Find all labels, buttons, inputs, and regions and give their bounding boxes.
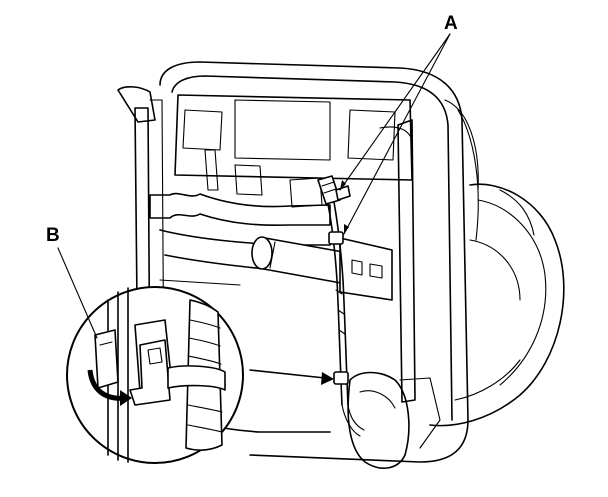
callout-label-b: B [46,225,60,246]
harness-bracket [339,237,393,301]
harness-clips [328,185,351,385]
detail-leader-arrow [249,369,334,385]
detail-circle [66,286,244,464]
seat-cushion [429,183,565,427]
callout-a-leaders [339,33,451,235]
callout-b-leader [57,247,98,339]
cross-tube [251,236,361,286]
callout-label-a: A [444,13,458,34]
lower-bolster [347,371,441,469]
seat-back-frame [117,61,479,463]
